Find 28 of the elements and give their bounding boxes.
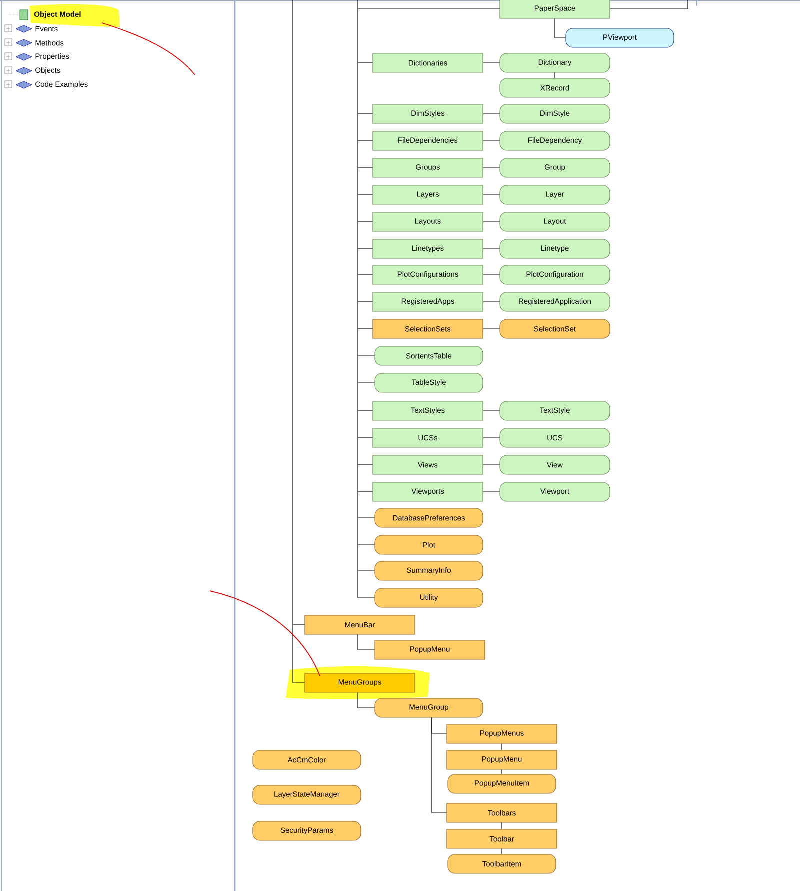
tree-connector [358, 248, 373, 250]
tree-connector [483, 194, 500, 196]
tree-connector [554, 72, 556, 78]
tree-connector [483, 328, 500, 330]
tree-connector [358, 544, 375, 546]
tree-connector [483, 274, 500, 276]
tree-connector [358, 382, 375, 384]
tree-connector [358, 410, 373, 412]
tree-connector [483, 248, 500, 250]
tree-connector [358, 464, 373, 466]
tree-connector [432, 718, 447, 814]
tree-connector [483, 410, 500, 412]
tree-connector [610, 0, 688, 10]
tree-connector [358, 194, 373, 196]
tree-connector [358, 634, 375, 650]
tree-connector [358, 570, 375, 572]
tree-connector [292, 624, 305, 626]
tree-connector [358, 692, 375, 708]
tree-connector [483, 62, 500, 64]
tree-connector [483, 140, 500, 142]
tree-connector [358, 328, 373, 330]
tree-connector [358, 8, 500, 10]
tree-connector [483, 464, 500, 466]
tree-connector [292, 0, 305, 684]
tree-connector [358, 62, 373, 64]
tree-connector [358, 274, 373, 276]
tree-connector [358, 140, 373, 142]
tree-connector [554, 18, 566, 38]
